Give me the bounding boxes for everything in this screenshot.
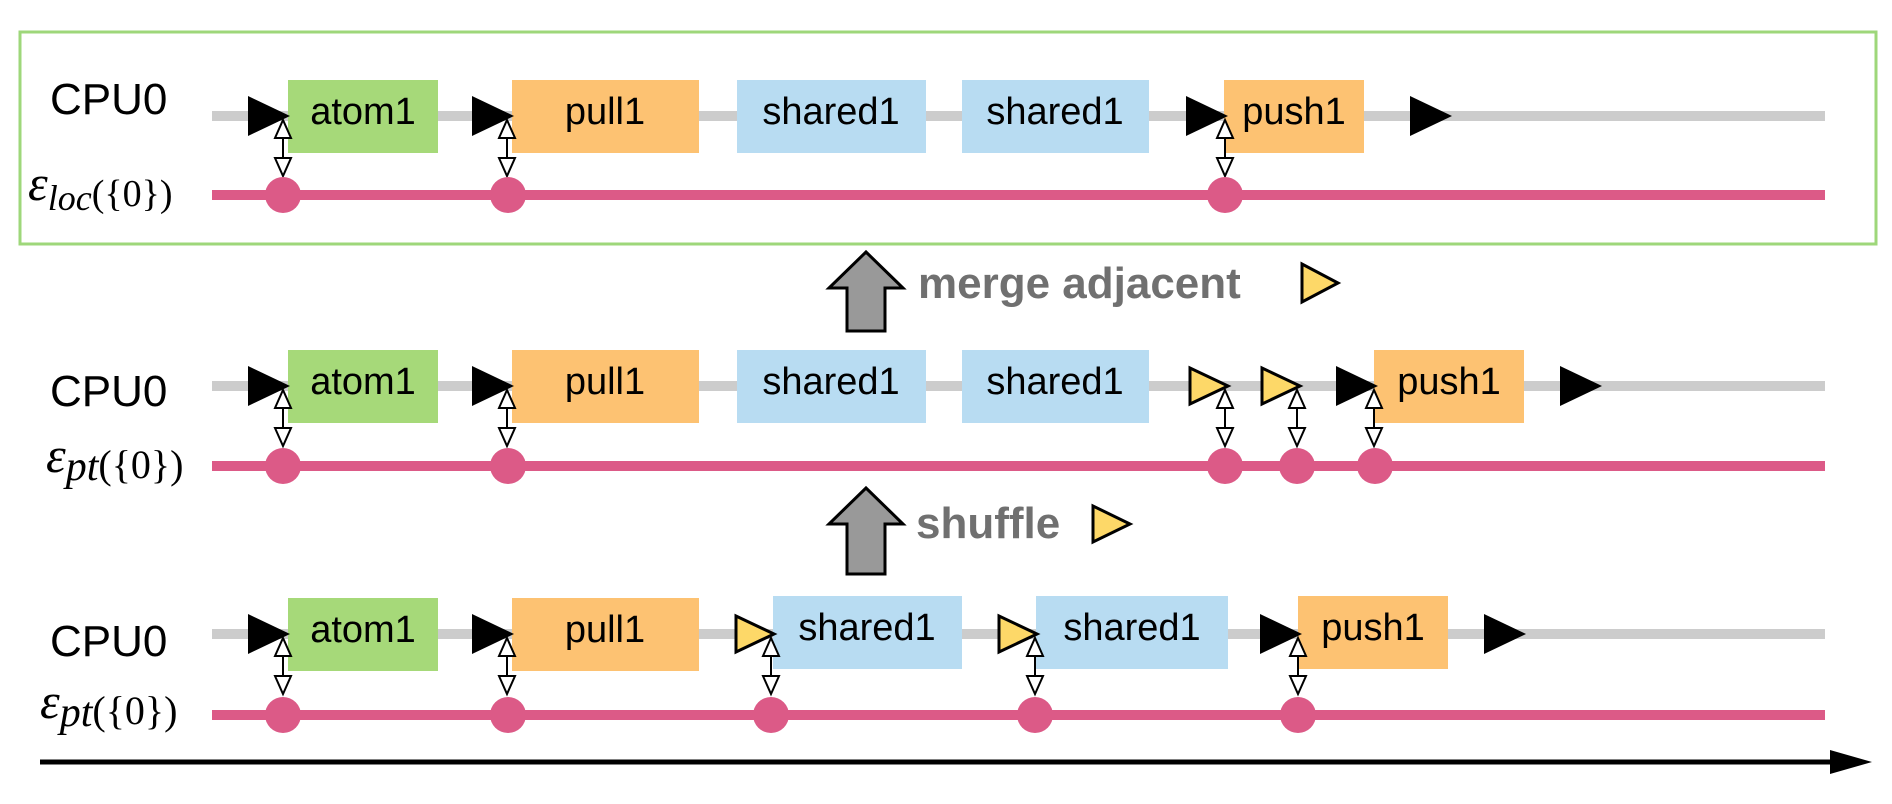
sync-arrow (497, 387, 517, 449)
time-axis (40, 750, 1872, 774)
marker-black (248, 614, 290, 654)
marker-black (472, 614, 514, 654)
event-dot (265, 697, 301, 733)
push-box (1298, 596, 1448, 669)
atom-box (288, 598, 438, 671)
interrupt-marker-icon (1091, 503, 1134, 545)
sync-arrow (1025, 635, 1045, 697)
shared-box-label: shared1 (762, 361, 899, 403)
pull-box-label: pull1 (565, 609, 645, 651)
marker-yellow (997, 613, 1041, 655)
sync-arrow (1287, 387, 1307, 449)
time-arrow-head-icon (1830, 750, 1872, 774)
sync-arrow (761, 635, 781, 697)
cpu-label: CPU0 (50, 75, 167, 124)
marker-black (472, 366, 514, 406)
marker-black (1186, 96, 1228, 136)
marker-black (472, 96, 514, 136)
shared-box (773, 596, 962, 669)
shared-box (962, 80, 1149, 153)
shared-box-label: shared1 (762, 91, 899, 133)
atom-box-label: atom1 (310, 91, 416, 133)
marker-black (1560, 366, 1602, 406)
event-dot (265, 448, 301, 484)
atom-box-label: atom1 (310, 361, 416, 403)
pull-box-label: pull1 (565, 361, 645, 403)
sync-arrow (273, 117, 293, 179)
transition-label: merge adjacent (918, 259, 1241, 308)
cpu-label: CPU0 (50, 367, 167, 416)
push-box-label: push1 (1321, 607, 1425, 649)
transition-merge: merge adjacent (825, 249, 1342, 333)
sync-arrow (1215, 117, 1235, 179)
event-dot (1017, 697, 1053, 733)
marker-black (1336, 366, 1378, 406)
event-dot (265, 177, 301, 213)
sync-arrow (497, 117, 517, 179)
atom-box (288, 80, 438, 153)
push-box-label: push1 (1242, 91, 1346, 133)
sync-arrow (1215, 387, 1235, 449)
shared-box-label: shared1 (798, 607, 935, 649)
marker-yellow (734, 613, 778, 655)
push-box-label: push1 (1397, 361, 1501, 403)
panel-original: CPU0 εpt({0}) atom1 pull1 shared1 shared… (40, 596, 1825, 736)
shared-box-label: shared1 (986, 91, 1123, 133)
event-dot (490, 177, 526, 213)
event-dot (753, 697, 789, 733)
marker-black (1484, 614, 1526, 654)
push-box (1224, 80, 1364, 153)
interrupt-marker-icon (1300, 261, 1342, 305)
event-dot (1357, 448, 1393, 484)
shared-box-label: shared1 (1063, 607, 1200, 649)
shared-box (1036, 596, 1228, 669)
pull-box-label: pull1 (565, 91, 645, 133)
pull-box (512, 598, 699, 671)
up-arrow-icon (825, 485, 907, 576)
sync-arrow (273, 387, 293, 449)
event-dot (490, 697, 526, 733)
event-dot (490, 448, 526, 484)
shared-box (962, 350, 1149, 423)
event-stream-label: εpt({0}) (40, 673, 177, 736)
event-stream-label: εpt({0}) (46, 427, 183, 490)
pull-box (512, 350, 699, 423)
push-box (1374, 350, 1524, 423)
panel-merged: CPU0 εloc({0}) atom1 pull1 shared1 share… (28, 75, 1825, 218)
highlight-frame (18, 30, 1878, 246)
atom-box-label: atom1 (310, 609, 416, 651)
shared-box (737, 80, 926, 153)
event-stream-label: εloc({0}) (28, 155, 172, 218)
sync-arrow (273, 635, 293, 697)
marker-black (248, 96, 290, 136)
marker-yellow (1188, 365, 1232, 407)
sync-arrow (1364, 387, 1384, 449)
event-dot (1279, 448, 1315, 484)
transition-shuffle: shuffle (825, 485, 1134, 576)
marker-black (1260, 614, 1302, 654)
marker-black (1410, 96, 1452, 136)
up-arrow-icon (825, 249, 907, 333)
pull-box (512, 80, 699, 153)
marker-black (248, 366, 290, 406)
event-dot (1207, 177, 1243, 213)
shared-box-label: shared1 (986, 361, 1123, 403)
transition-label: shuffle (916, 499, 1060, 548)
sync-arrow (1288, 635, 1308, 697)
cpu-label: CPU0 (50, 617, 167, 666)
shared-box (737, 350, 926, 423)
sync-arrow (497, 635, 517, 697)
event-dot (1280, 697, 1316, 733)
marker-yellow (1260, 365, 1304, 407)
atom-box (288, 350, 438, 423)
panel-shuffled: CPU0 εpt({0}) atom1 pull1 shared1 shared… (46, 350, 1825, 490)
event-dot (1207, 448, 1243, 484)
